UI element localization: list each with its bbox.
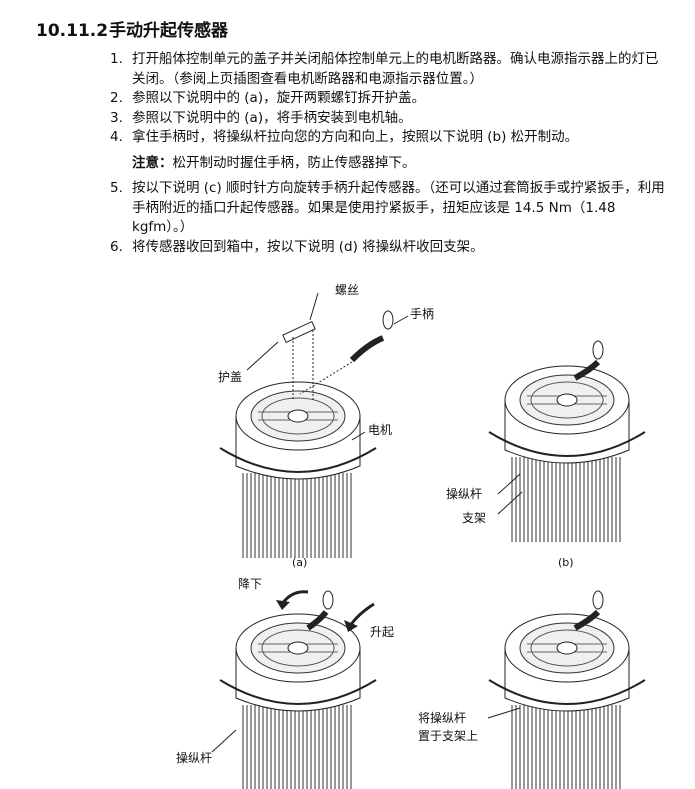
figure-b: 操纵杆 支架 (b) [446,340,646,569]
step-text: 按以下说明 (c) 顺时针方向旋转手柄升起传感器。（还可以通过套筒扳手或拧紧扳手… [132,180,665,235]
figure-a: 螺丝 手柄 护盖 电机 (a) [218,283,434,569]
section-heading: 10.11.2手动升起传感器 [36,16,228,41]
step-2: 2. 参照以下说明中的 (a)，旋开两颗螺钉拆开护盖。 [110,89,670,109]
step-number: 1. [110,51,123,67]
raise-arrow [348,602,375,627]
lever-raised [573,359,601,381]
lever-c [306,610,329,631]
step-number: 4. [110,129,123,145]
step-4: 4. 拿住手柄时，将操纵杆拉向您的方向和向上，按照以下说明 (b) 松开制动。 [110,128,670,148]
sensor-unit-b [488,365,646,543]
step-5: 5. 按以下说明 (c) 顺时针方向旋转手柄升起传感器。（还可以通过套筒扳手或拧紧… [110,179,670,238]
label-cover: 护盖 [218,370,242,384]
label-motor: 电机 [368,423,392,437]
lever-stowed [573,609,601,631]
section-title: 手动升起传感器 [109,21,228,41]
handle-crank [349,335,385,363]
figure-c: 降下 升起 操纵杆 [176,577,394,789]
procedure-steps: 1. 打开船体控制单元的盖子并关闭船体控制单元上的电机断路器。确认电源指示器上的灯… [110,50,670,257]
note-label: 注意： [132,154,173,171]
caution-note: 注意：松开制动时握住手柄，防止传感器掉下。 [110,154,670,174]
label-handle: 手柄 [410,307,434,321]
sensor-unit-c [219,613,377,789]
label-lever-b: 操纵杆 [446,486,482,501]
label-stow-line1: 将操纵杆 [418,710,466,725]
step-text: 将传感器收回到箱中，按以下说明 (d) 将操纵杆收回支架。 [132,238,484,255]
step-text: 参照以下说明中的 (a)，将手柄安装到电机轴。 [132,109,412,126]
caption-a: (a) [292,556,307,569]
note-text: 松开制动时握住手柄，防止传感器掉下。 [172,154,416,171]
figure-d: 将操纵杆 置于支架上 [418,590,646,789]
label-lever-c: 操纵杆 [176,750,212,765]
step-number: 2. [110,90,123,106]
sensor-unit-d [488,613,646,789]
label-lower: 降下 [238,577,262,591]
step-text: 参照以下说明中的 (a)，旋开两颗螺钉拆开护盖。 [132,90,426,106]
step-text: 打开船体控制单元的盖子并关闭船体控制单元上的电机断路器。确认电源指示器上的灯已关… [132,51,659,87]
sensor-illustration: 螺丝 手柄 护盖 电机 (a) 操纵杆 支架 (b) 降下 升起 操纵杆 将操纵… [176,283,646,789]
step-3: 3. 参照以下说明中的 (a)，将手柄安装到电机轴。 [110,109,670,129]
label-screw: 螺丝 [335,283,359,297]
label-raise: 升起 [370,625,394,639]
sensor-unit-a [219,381,377,559]
label-stow-line2: 置于支架上 [418,729,478,743]
section-number: 10.11.2 [36,21,109,41]
step-number: 3. [110,109,123,126]
label-bracket: 支架 [462,511,486,525]
caption-b: (b) [558,556,574,569]
step-6: 6. 将传感器收回到箱中，按以下说明 (d) 将操纵杆收回支架。 [110,238,670,258]
step-number: 5. [110,180,123,196]
step-1: 1. 打开船体控制单元的盖子并关闭船体控制单元上的电机断路器。确认电源指示器上的灯… [110,50,670,89]
step-text: 拿住手柄时，将操纵杆拉向您的方向和向上，按照以下说明 (b) 松开制动。 [132,129,579,145]
cover-plate [282,320,316,344]
step-number: 6. [110,238,123,255]
